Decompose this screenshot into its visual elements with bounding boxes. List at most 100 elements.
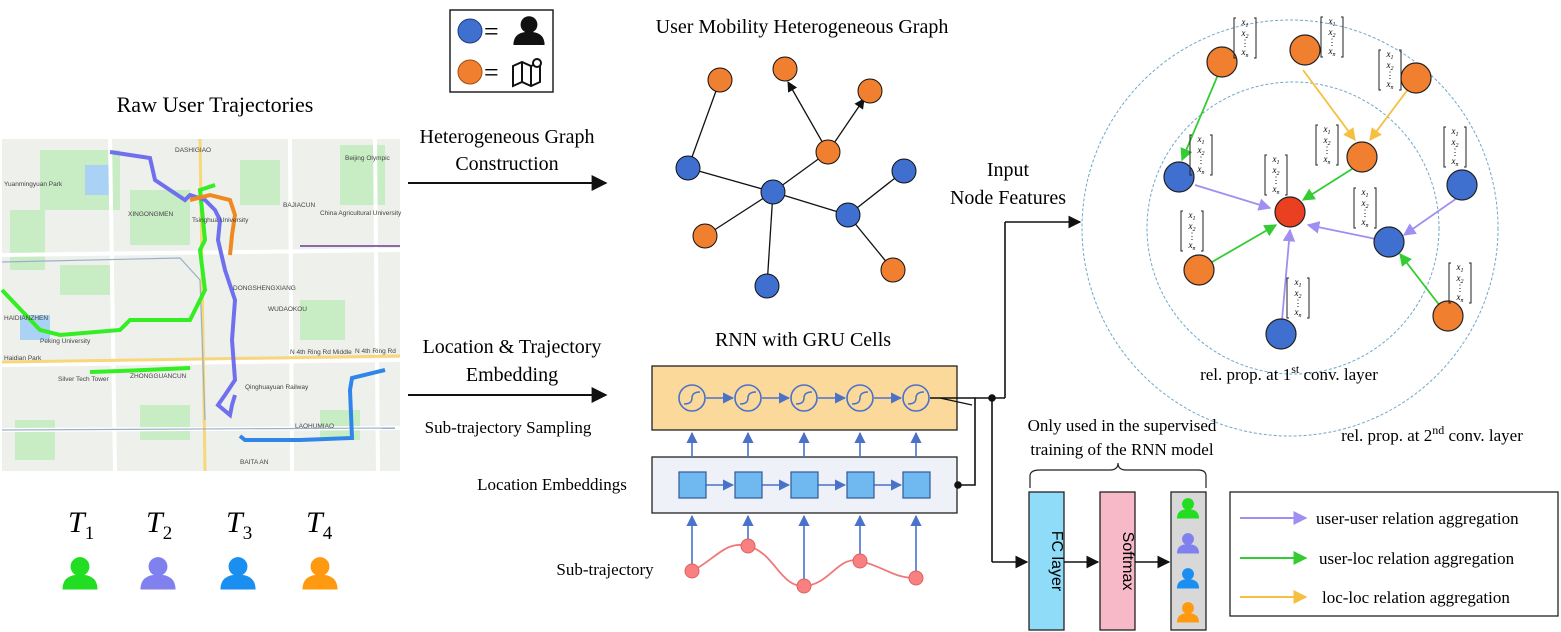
map-label: BAITA AN: [240, 459, 269, 466]
user-node-swatch: [457, 18, 483, 44]
node-legend: = =: [449, 9, 554, 93]
svg-text:T2: T2: [146, 506, 172, 544]
user-node: [1163, 161, 1195, 193]
map-label: DASHIGIAO: [175, 147, 211, 154]
svg-text:x2: x2: [1386, 60, 1394, 72]
svg-text:x2: x2: [1323, 135, 1331, 147]
user-node: [1373, 226, 1405, 258]
equals-sign: =: [484, 58, 499, 87]
map-label: WUDAOKOU: [268, 306, 307, 313]
svg-text:x2: x2: [1451, 137, 1459, 149]
trajectory-point: [908, 570, 924, 586]
map-label: HAIDIANZHEN: [4, 315, 48, 322]
svg-text:x2: x2: [1188, 221, 1196, 233]
svg-text:x2: x2: [1456, 273, 1464, 285]
svg-text:x1: x1: [1197, 134, 1205, 146]
location-node: [1432, 300, 1464, 332]
map-label: Yuanmingyuan Park: [4, 181, 63, 188]
map-label: DONGSHENGXIANG: [233, 285, 296, 292]
svg-text:x1: x1: [1451, 126, 1459, 138]
user-node: [891, 158, 917, 184]
map-label: Silver Tech Tower: [58, 376, 110, 383]
svg-text:x1: x1: [1386, 49, 1394, 61]
trajectory-point: [740, 538, 756, 554]
map-label: Beijing Olympic: [345, 155, 391, 162]
raw-title: Raw User Trajectories: [117, 92, 314, 117]
svg-text:x1: x1: [1361, 187, 1369, 199]
user-node: [760, 179, 786, 205]
user-subscript: 4: [323, 523, 333, 544]
supervised-note: training of the RNN model: [1030, 440, 1213, 459]
map-label: China Agricultural University: [320, 210, 402, 217]
svg-text:xn: xn: [1323, 154, 1331, 166]
input-label: Node Features: [950, 187, 1066, 209]
equals-sign: =: [484, 17, 499, 46]
user-label: T: [306, 506, 325, 539]
embedding-layer: [651, 456, 958, 514]
user-t3: T3: [220, 506, 256, 590]
location-node: [815, 139, 841, 165]
person-icon: [140, 557, 176, 590]
map-label: Peking University: [40, 338, 91, 345]
second-conv-label: rel. prop. at 2nd conv. layer: [1341, 423, 1523, 445]
user-t4: T4: [302, 506, 338, 590]
location-node: [692, 223, 718, 249]
location-node: [857, 78, 883, 104]
map: DASHIGIAO Yuanmingyuan Park XINGONGMEN T…: [0, 138, 402, 472]
location-node-swatch: [457, 59, 483, 85]
svg-text:⋮: ⋮: [1188, 231, 1197, 241]
trajectory-point: [852, 553, 868, 569]
embedding-cell: [678, 471, 707, 499]
location-node: [1400, 62, 1432, 94]
fc-label: FC layer: [1048, 531, 1065, 592]
user-subscript: 2: [163, 523, 173, 544]
location-node: [1183, 254, 1215, 286]
sampling-label: Sub-trajectory Sampling: [425, 418, 592, 437]
hetero-graph: [675, 56, 917, 299]
svg-text:T4: T4: [306, 506, 333, 544]
map-label: ZHONGGUANCUN: [130, 373, 187, 380]
svg-text:xn: xn: [1188, 240, 1196, 252]
embeddings-label: Location Embeddings: [477, 475, 627, 494]
user-t1: T1: [62, 506, 98, 590]
svg-text:⋮: ⋮: [1386, 70, 1395, 80]
sub-trajectory: [684, 538, 924, 594]
svg-text:x2: x2: [1197, 145, 1205, 157]
svg-text:⋮: ⋮: [1272, 175, 1281, 185]
map-label: N 4th Ring Rd Middle: [290, 349, 352, 356]
svg-text:x1: x1: [1328, 16, 1336, 28]
rnn-output-connector: [930, 215, 1082, 569]
user-node: [835, 202, 861, 228]
svg-text:⋮: ⋮: [1294, 298, 1303, 308]
svg-text:x1: x1: [1272, 154, 1280, 166]
map-label: LAOHUMIAO: [295, 423, 334, 430]
svg-text:⋮: ⋮: [1451, 147, 1460, 157]
svg-text:⋮: ⋮: [1197, 155, 1206, 165]
map-label: Haidian Park: [4, 355, 42, 362]
supervised-note: Only used in the supervised: [1028, 416, 1217, 435]
svg-text:xn: xn: [1294, 307, 1302, 319]
gru-layer: [651, 365, 958, 431]
embedding-cell: [734, 471, 763, 499]
svg-text:xn: xn: [1197, 164, 1205, 176]
arrow-label: Embedding: [466, 364, 558, 386]
location-node: [880, 257, 906, 283]
map-icon: [512, 58, 542, 88]
brace: [1029, 462, 1207, 488]
svg-text:x2: x2: [1361, 198, 1369, 210]
first-conv-label: rel. prop. at 1st conv. layer: [1200, 362, 1378, 384]
subtraj-label: Sub-trajectory: [556, 560, 654, 579]
embedding-cell: [846, 471, 875, 499]
svg-text:⋮: ⋮: [1241, 38, 1250, 48]
embedding-arrow: Location & Trajectory Embedding: [408, 336, 608, 403]
user-subscript: 3: [243, 523, 253, 544]
user-subscript: 1: [85, 523, 95, 544]
svg-text:x1: x1: [1241, 17, 1249, 29]
svg-text:⋮: ⋮: [1361, 208, 1370, 218]
